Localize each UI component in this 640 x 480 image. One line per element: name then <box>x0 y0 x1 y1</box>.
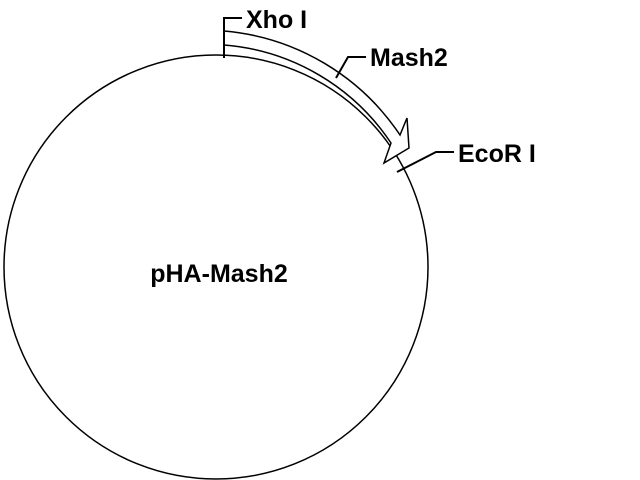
xhoI-leader-line <box>223 17 242 58</box>
mash2-insert-arrow <box>223 30 410 165</box>
mash2-leader-line <box>335 56 366 79</box>
xhoI-label: Xho I <box>246 6 307 34</box>
plasmid-name-label: pHA-Mash2 <box>150 260 288 288</box>
ecoRI-label: EcoR I <box>458 140 536 168</box>
plasmid-backbone-circle <box>3 54 429 480</box>
ecoRI-leader-line <box>396 151 454 173</box>
mash2-label: Mash2 <box>370 44 448 72</box>
